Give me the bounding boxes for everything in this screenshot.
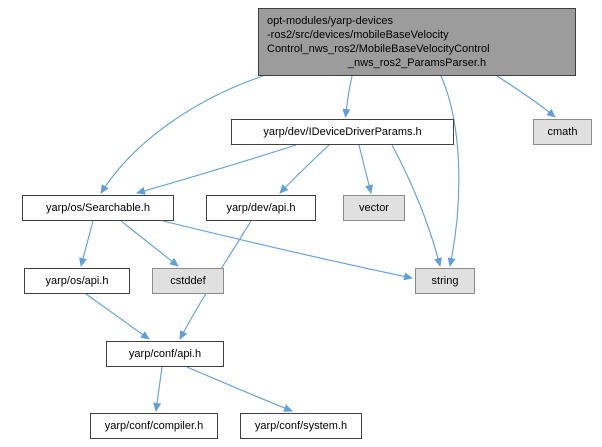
main-node-line-4: _nws_ros2_ParamsParser.h: [347, 57, 487, 69]
node-yarp-dev-idevicedriverparams-h[interactable]: yarp/dev/IDeviceDriverParams.h: [231, 119, 454, 145]
main-node-line-1: opt-modules/yarp-devices: [267, 15, 393, 27]
main-node-line-3: Control_nws_ros2/MobileBaseVelocityContr…: [267, 43, 490, 55]
node-cstddef: cstddef: [152, 268, 224, 294]
edge-searchable-to-os-api: [79, 220, 94, 267]
node-vector: vector: [343, 195, 405, 221]
edge-os-api-to-conf-api: [85, 293, 150, 340]
edge-idevicedriverparams-to-searchable: [136, 144, 297, 195]
edge-main-to-cmath: [496, 75, 556, 118]
edge-conf-api-to-system: [186, 366, 293, 412]
node-yarp-dev-api-h[interactable]: yarp/dev/api.h: [206, 195, 316, 221]
node-cmath: cmath: [533, 119, 592, 145]
node-yarp-conf-system-h[interactable]: yarp/conf/system.h: [240, 413, 362, 439]
node-main-params-parser-header: opt-modules/yarp-devices -ros2/src/devic…: [258, 8, 576, 76]
edge-conf-api-to-compiler: [153, 366, 163, 412]
edge-searchable-to-cstddef: [120, 220, 179, 267]
main-node-line-2: -ros2/src/devices/mobileBaseVelocity: [267, 29, 449, 41]
edge-main-to-idevicedriverparams: [342, 75, 353, 118]
node-yarp-os-api-h[interactable]: yarp/os/api.h: [24, 268, 130, 294]
edge-idevicedriverparams-to-vector: [358, 144, 373, 194]
node-string: string: [415, 268, 475, 294]
edge-main-to-string: [440, 75, 460, 267]
node-yarp-os-searchable-h[interactable]: yarp/os/Searchable.h: [22, 195, 174, 221]
node-yarp-conf-compiler-h[interactable]: yarp/conf/compiler.h: [90, 413, 218, 439]
node-yarp-conf-api-h[interactable]: yarp/conf/api.h: [106, 341, 224, 367]
edge-idevicedriverparams-to-dev-api: [279, 144, 330, 194]
